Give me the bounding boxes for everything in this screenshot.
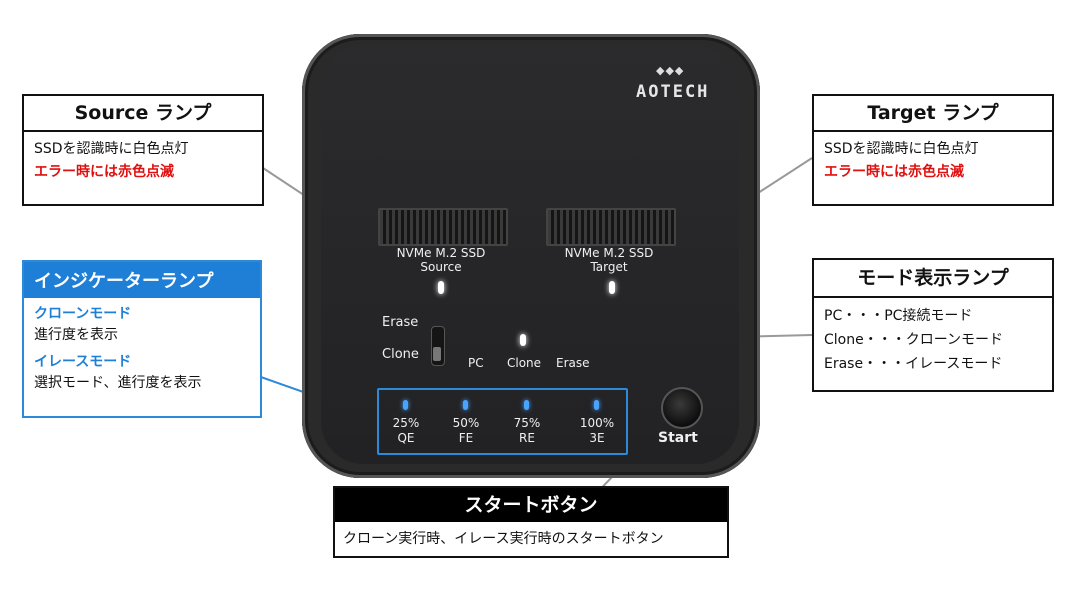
target-led: [609, 281, 615, 294]
mode-led: [520, 334, 526, 346]
progress-item-50: 50% FE: [442, 416, 490, 446]
indicator-clone-heading: クローンモード: [34, 306, 132, 322]
indicator-clone-desc: 進行度を表示: [34, 327, 118, 343]
mode-lamp-callout: モード表示ランプ PC・・・PC接続モード Clone・・・クローンモード Er…: [812, 258, 1054, 392]
indicator-erase-desc: 選択モード、進行度を表示: [34, 375, 202, 391]
progress-item-75: 75% RE: [503, 416, 551, 446]
target-slot-label: NVMe M.2 SSD Target: [539, 246, 679, 274]
progress-led-50: [463, 400, 468, 410]
indicator-callout-title: インジケーターランプ: [24, 262, 260, 298]
start-button[interactable]: [661, 387, 703, 429]
target-slot-line2: Target: [590, 260, 628, 274]
progress-led-100: [594, 400, 599, 410]
progress-item-25: 25% QE: [382, 416, 430, 446]
target-callout-title: Target ランプ: [814, 96, 1052, 132]
source-callout-body: SSDを認識時に白色点灯 エラー時には赤色点滅: [24, 132, 262, 190]
progress-indicator-panel: [377, 388, 628, 455]
source-slot-label: NVMe M.2 SSD Source: [371, 246, 511, 274]
progress-led-25: [403, 400, 408, 410]
target-callout-line1: SSDを認識時に白色点灯: [824, 141, 979, 157]
source-led: [438, 281, 444, 294]
brand-logo: AOTECH: [636, 82, 710, 102]
indicator-callout-body: クローンモード 進行度を表示 イレースモード 選択モード、進行度を表示: [24, 298, 260, 400]
target-slot-line1: NVMe M.2 SSD: [564, 246, 654, 260]
progress-code: 3E: [589, 431, 605, 445]
start-label: Start: [658, 430, 698, 446]
source-slot-line2: Source: [420, 260, 462, 274]
start-button-callout: スタートボタン クローン実行時、イレース実行時のスタートボタン: [333, 486, 729, 558]
source-lamp-callout: Source ランプ SSDを認識時に白色点灯 エラー時には赤色点滅: [22, 94, 264, 206]
switch-clone-label: Clone: [382, 347, 419, 362]
source-callout-error: エラー時には赤色点滅: [34, 164, 174, 180]
mode-callout-body: PC・・・PC接続モード Clone・・・クローンモード Erase・・・イレー…: [814, 298, 1052, 382]
progress-percent: 50%: [452, 416, 480, 430]
aotech-logo-icon: ◆◆◆: [656, 64, 685, 77]
target-callout-body: SSDを認識時に白色点灯 エラー時には赤色点滅: [814, 132, 1052, 190]
mode-label-clone: Clone: [507, 356, 542, 370]
source-slot-line1: NVMe M.2 SSD: [396, 246, 486, 260]
target-ssd-slot[interactable]: [546, 208, 676, 246]
mode-callout-line1: PC・・・PC接続モード: [824, 308, 973, 324]
progress-item-100: 100% 3E: [573, 416, 621, 446]
mode-label-pc: PC: [468, 356, 484, 370]
start-callout-title: スタートボタン: [335, 488, 727, 522]
mode-switch-knob[interactable]: [433, 347, 441, 361]
switch-erase-label: Erase: [382, 315, 419, 330]
mode-callout-title: モード表示ランプ: [814, 260, 1052, 298]
source-callout-title: Source ランプ: [24, 96, 262, 132]
progress-percent: 100%: [579, 416, 615, 430]
progress-percent: 25%: [392, 416, 420, 430]
indicator-lamp-callout: インジケーターランプ クローンモード 進行度を表示 イレースモード 選択モード、…: [22, 260, 262, 418]
progress-led-75: [524, 400, 529, 410]
start-callout-desc: クローン実行時、イレース実行時のスタートボタン: [343, 531, 664, 547]
mode-callout-line3: Erase・・・イレースモード: [824, 356, 1003, 372]
mode-label-erase: Erase: [556, 356, 590, 370]
source-callout-line1: SSDを認識時に白色点灯: [34, 141, 189, 157]
mode-callout-line2: Clone・・・クローンモード: [824, 332, 1004, 348]
progress-code: FE: [458, 431, 474, 445]
target-lamp-callout: Target ランプ SSDを認識時に白色点灯 エラー時には赤色点滅: [812, 94, 1054, 206]
progress-percent: 75%: [513, 416, 541, 430]
source-ssd-slot[interactable]: [378, 208, 508, 246]
target-callout-error: エラー時には赤色点滅: [824, 164, 964, 180]
progress-code: QE: [397, 431, 415, 445]
indicator-erase-heading: イレースモード: [34, 354, 132, 370]
progress-code: RE: [519, 431, 535, 445]
